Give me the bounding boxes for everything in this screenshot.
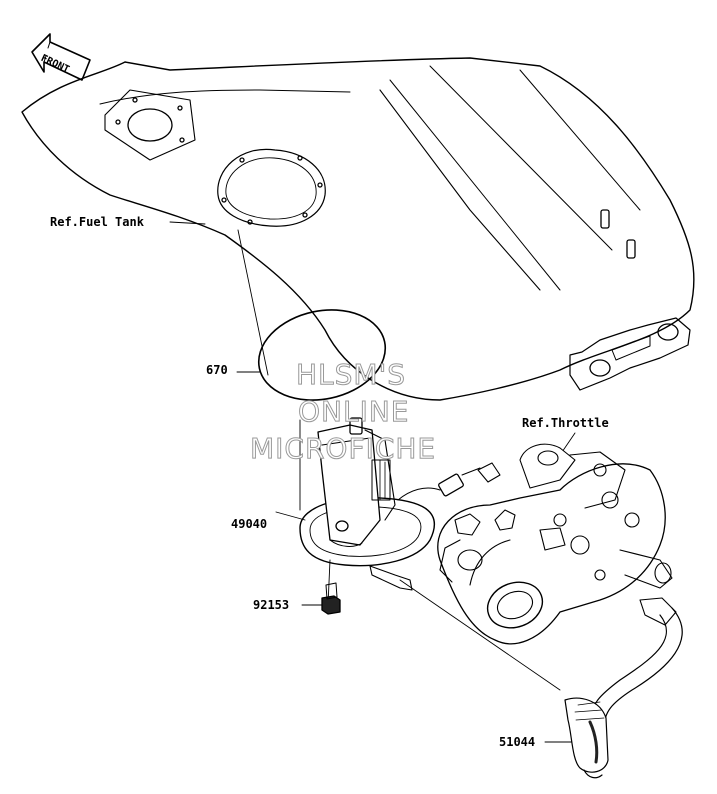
o-ring-670 [257,309,387,401]
fuel-pump-49040 [299,417,481,591]
fuel-hose-51044 [564,607,683,779]
throttle-label: Ref.Throttle [522,416,609,430]
part-number-51044[interactable]: 51044 [499,735,536,749]
watermark-line-1: HLSM'S [295,358,407,391]
part-number-92153[interactable]: 92153 [253,598,290,612]
fuel-tank-label: Ref.Fuel Tank [50,215,144,229]
throttle-body [437,443,677,645]
part-number-670[interactable]: 670 [206,363,228,377]
fuel-tank [21,57,695,401]
bolt-92153 [321,582,341,615]
watermark-line-2: ONLINE [297,395,410,428]
watermark-line-3: MICROFICHE [249,432,437,465]
leader-lines [169,221,576,743]
part-number-49040[interactable]: 49040 [231,517,268,531]
front-arrow-icon [31,33,91,81]
